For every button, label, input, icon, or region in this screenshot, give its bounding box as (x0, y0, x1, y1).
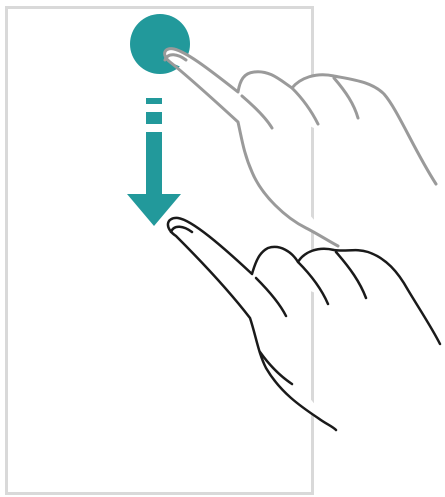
arrow-dash-top (146, 98, 162, 104)
start-hand-outline (165, 49, 436, 246)
end-hand-knuckle-1 (256, 278, 286, 316)
arrow-dash-middle (146, 112, 162, 124)
end-hand-icon (168, 218, 440, 430)
arrow-shaft (146, 132, 162, 194)
end-hand-outline (168, 218, 440, 430)
down-arrow-icon (127, 98, 181, 226)
start-hand-icon (165, 49, 436, 246)
